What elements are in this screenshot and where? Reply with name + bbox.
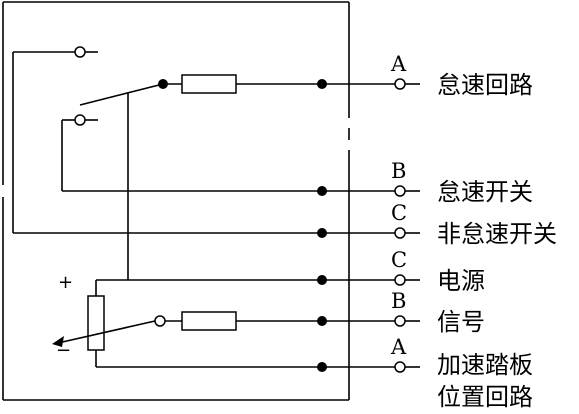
pin-letter: C xyxy=(391,201,407,225)
signal-contact xyxy=(154,315,166,327)
pin-letters: A B C C B A xyxy=(390,52,407,359)
pin-letter: A xyxy=(390,335,407,359)
terminal-label: 非怠速开关 xyxy=(437,220,557,248)
pin-letter: B xyxy=(391,159,406,183)
terminal-label: 怠速回路 xyxy=(437,71,533,99)
pin-letter: B xyxy=(391,289,406,313)
junction-dots xyxy=(317,79,327,372)
sensor-housing xyxy=(2,1,350,401)
terminal-B-idle-switch xyxy=(394,185,406,197)
potentiometer: + − xyxy=(52,272,156,361)
pin-letter: A xyxy=(390,52,407,76)
resistor-signal xyxy=(181,311,237,331)
terminal-label: 加速踏板 xyxy=(437,351,533,379)
terminal-labels: 怠速回路 怠速开关 非怠速开关 电源 信号 加速踏板 位置回路 xyxy=(437,71,557,411)
terminal-label: 电源 xyxy=(437,267,485,295)
terminal-label: 信号 xyxy=(437,308,485,336)
wiper-arrow-icon xyxy=(52,336,64,347)
terminal-B-signal xyxy=(394,315,406,327)
terminal-C-non-idle xyxy=(394,227,406,239)
plus-sign: + xyxy=(58,272,73,293)
output-terminals xyxy=(394,78,420,373)
wiring xyxy=(12,51,395,368)
terminal-C-power xyxy=(394,274,406,286)
resistor-a xyxy=(181,74,237,94)
minus-sign: − xyxy=(56,340,71,361)
terminal-A-idle xyxy=(394,78,406,90)
terminal-label-line2: 位置回路 xyxy=(437,383,533,411)
idle-switch xyxy=(74,46,168,126)
terminal-A-pedal xyxy=(394,361,406,373)
pin-letter: C xyxy=(391,248,407,272)
terminal-label: 怠速开关 xyxy=(437,178,533,206)
